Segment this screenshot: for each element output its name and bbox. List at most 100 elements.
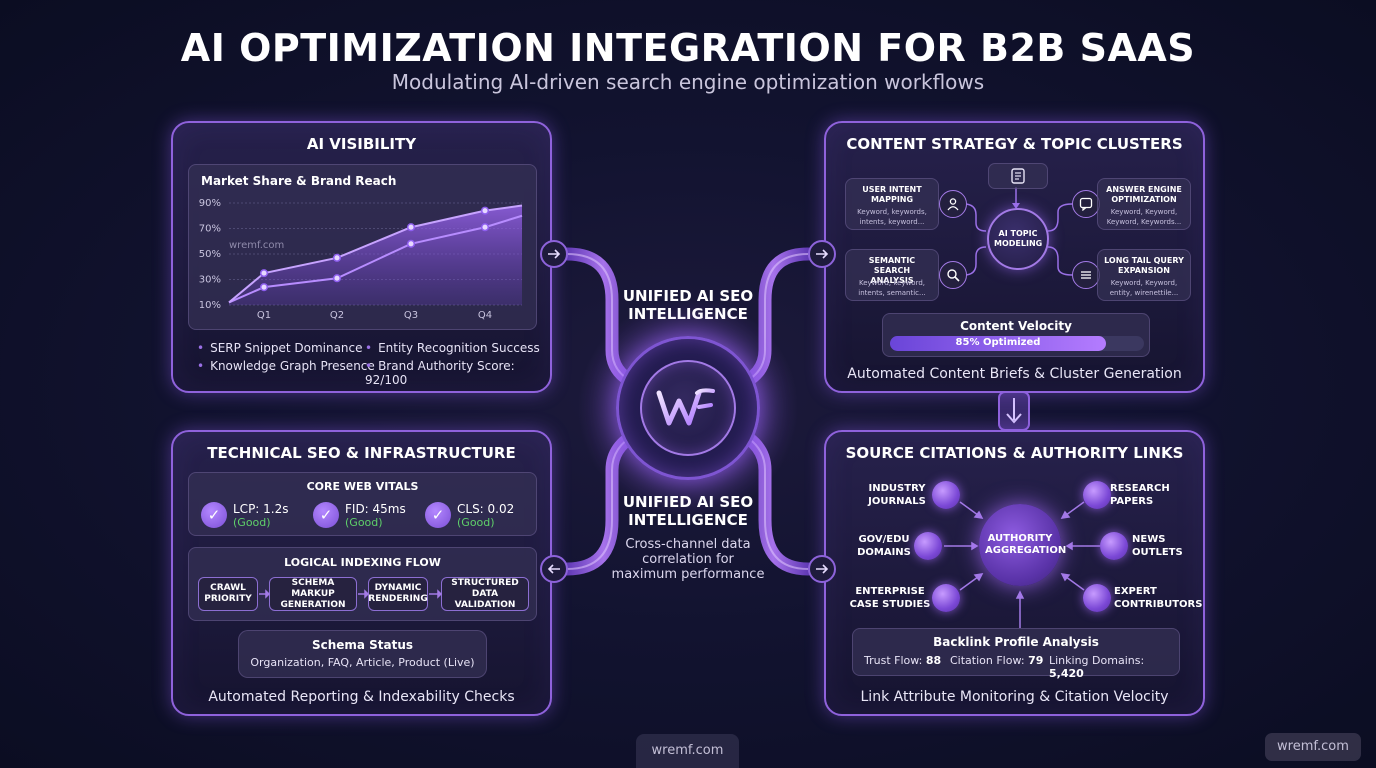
content-velocity-title: Content Velocity (960, 319, 1072, 333)
arrow-left-icon[interactable] (540, 555, 568, 583)
flow-step-validation: STRUCTURED DATA VALIDATION (441, 577, 529, 611)
chart-ytick-label: 70% (199, 224, 221, 235)
node-long-tail-label: LONG TAIL QUERY EXPANSION (1104, 256, 1184, 275)
velocity-progress-label: 85% Optimized (955, 337, 1041, 348)
authority-connectors (944, 501, 1100, 628)
chart-series-1-line-point (259, 269, 269, 278)
schema-status-title: Schema Status (311, 638, 414, 652)
chart-ytick-label: 10% (199, 300, 221, 311)
page-subtitle: Modulating AI-driven search engine optim… (391, 70, 985, 94)
node-user-intent-desc: Keyword, keywords, intents, keyword... (857, 208, 927, 226)
source-expert-contributors: EXPERT CONTRIBUTORS (1114, 586, 1203, 610)
check-icon: ✓ (201, 502, 227, 528)
source-gov-edu: GOV/EDU DOMAINS (857, 534, 911, 558)
authority-aggregation-node: AUTHORITY AGGREGATION (979, 504, 1067, 586)
ai-visibility-title: AI VISIBILITY (306, 135, 417, 153)
node-answer-engine-desc: Keyword, Keyword, Keyword, Keywords... (1106, 208, 1182, 226)
topic-cluster-connectors (963, 187, 1073, 276)
chart-series-2-line-point (480, 223, 490, 232)
content-strategy-footer: Automated Content Briefs & Cluster Gener… (847, 366, 1182, 382)
source-orb (1083, 584, 1111, 612)
velocity-progress-fill (890, 336, 1106, 351)
node-user-intent-label: USER INTENT MAPPING (862, 185, 922, 204)
vital-lcp: ✓ LCP: 1.2s (Good) (201, 500, 311, 530)
arrow-right-icon[interactable] (540, 240, 568, 268)
technical-seo-panel: TECHNICAL SEO & INFRASTRUCTURE CORE WEB … (171, 430, 552, 716)
flow-step-rendering: DYNAMIC RENDERING (368, 577, 428, 611)
linking-domains-value: 5,420 (1049, 667, 1084, 680)
topic-doc-box (988, 163, 1048, 189)
hub-caption: Cross-channel data correlation for maxim… (611, 537, 765, 582)
check-icon: ✓ (313, 502, 339, 528)
source-orb (932, 584, 960, 612)
trust-flow-value: 88 (925, 654, 942, 667)
source-citations-title: SOURCE CITATIONS & AUTHORITY LINKS (845, 444, 1184, 462)
source-research-papers: RESEARCH PAPERS (1110, 483, 1170, 507)
node-long-tail-desc: Keyword, Keyword, entity, wirenettile... (1109, 279, 1179, 297)
source-orb (914, 532, 942, 560)
linking-domains-metric: Linking Domains: 5,420 (1049, 654, 1179, 680)
document-icon (1011, 168, 1025, 184)
authority-aggregation-label: AUTHORITY AGGREGATION (985, 533, 1067, 556)
watermark-bottom-right: wremf.com (1265, 733, 1361, 761)
brand-logo-icon (656, 388, 715, 426)
backlink-profile-title: Backlink Profile Analysis (933, 635, 1099, 649)
vital-fid-metric: FID: 45ms (345, 502, 406, 516)
chart-series-1-line-point (406, 223, 416, 232)
indexing-flow-title: LOGICAL INDEXING FLOW (284, 556, 441, 569)
source-orb (932, 481, 960, 509)
schema-status-value: Organization, FAQ, Article, Product (Liv… (250, 656, 475, 669)
vital-cls: ✓ CLS: 0.02 (Good) (425, 500, 535, 530)
arrow-right-icon[interactable] (808, 240, 836, 268)
search-icon (939, 261, 967, 289)
trust-flow-label: Trust Flow: (864, 654, 923, 667)
bullet-knowledge-graph: Knowledge Graph Presence (197, 359, 375, 373)
node-long-tail: LONG TAIL QUERY EXPANSION Keyword, Keywo… (1097, 249, 1191, 301)
vital-fid-status: (Good) (345, 516, 383, 529)
chart-ytick-label: 50% (199, 249, 221, 260)
source-orb (1083, 481, 1111, 509)
chart-title: Market Share & Brand Reach (201, 174, 397, 188)
citation-flow-metric: Citation Flow: 79 (950, 654, 1043, 667)
market-share-chart-box: Market Share & Brand Reach 90%70%50%30%1… (188, 164, 537, 330)
bullet-serp-snippet: SERP Snippet Dominance (197, 341, 362, 355)
chart-series-2-line (228, 214, 523, 304)
chart-series-1-line-point (332, 253, 342, 262)
arrow-right-icon[interactable] (808, 555, 836, 583)
chart-xtick-label: Q3 (404, 310, 418, 321)
vital-cls-metric: CLS: 0.02 (457, 502, 515, 516)
chart-xtick-label: Q1 (257, 310, 271, 321)
bullet-entity-recognition: Entity Recognition Success (365, 341, 540, 355)
linking-domains-label: Linking Domains: (1049, 654, 1145, 667)
source-enterprise-case-studies: ENTERPRISE CASE STUDIES (849, 586, 931, 610)
bullet-brand-authority: Brand Authority Score: 92/100 (365, 359, 547, 387)
content-velocity-box: Content Velocity 85% Optimized (882, 313, 1150, 357)
source-industry-journals: INDUSTRY JOURNALS (868, 483, 926, 507)
flow-arrows (259, 589, 443, 599)
check-icon: ✓ (425, 502, 451, 528)
vital-fid: ✓ FID: 45ms (Good) (313, 500, 423, 530)
node-user-intent: USER INTENT MAPPING Keyword, keywords, i… (845, 178, 939, 230)
chart-series-2-line-point (406, 239, 416, 248)
ai-topic-modeling-node: AI TOPIC MODELING (987, 208, 1049, 270)
ai-visibility-panel: AI VISIBILITY Market Share & Brand Reach… (171, 121, 552, 393)
technical-seo-title: TECHNICAL SEO & INFRASTRUCTURE (207, 444, 516, 462)
trust-flow-metric: Trust Flow: 88 (864, 654, 941, 667)
central-hub-core (640, 360, 736, 456)
chart-ytick-label: 30% (199, 275, 221, 286)
velocity-progress-track: 85% Optimized (890, 336, 1144, 351)
source-orb (1100, 532, 1128, 560)
content-strategy-panel: CONTENT STRATEGY & TOPIC CLUSTERS AI TOP… (824, 121, 1205, 393)
page-title: AI OPTIMIZATION INTEGRATION FOR B2B SAAS (180, 26, 1196, 70)
chart-watermark: wremf.com (229, 240, 284, 251)
hub-top-label: UNIFIED AI SEO INTELLIGENCE (622, 287, 754, 323)
vital-lcp-metric: LCP: 1.2s (233, 502, 289, 516)
source-citations-footer: Link Attribute Monitoring & Citation Vel… (860, 689, 1169, 705)
technical-seo-footer: Automated Reporting & Indexability Check… (208, 689, 515, 705)
ai-topic-modeling-label: AI TOPIC MODELING (994, 229, 1043, 248)
core-web-vitals-title: CORE WEB VITALS (306, 480, 419, 493)
node-semantic-search: SEMANTIC SEARCH ANALYSIS Keyword, keywor… (845, 249, 939, 301)
watermark-bottom-center: wremf.com (636, 734, 739, 768)
answer-bubble-icon (1072, 190, 1100, 218)
